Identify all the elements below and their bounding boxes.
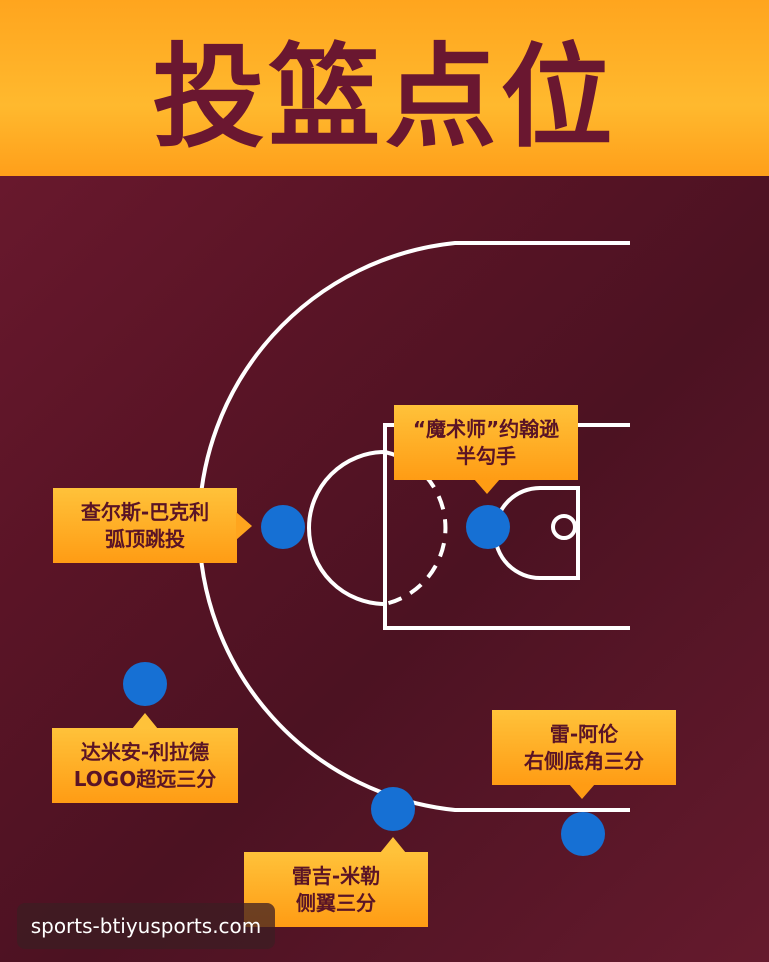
shot-spot-johnson [466, 505, 510, 549]
page-title: 投篮点位 [152, 33, 617, 163]
label-line1: 雷吉-米勒 [291, 863, 381, 888]
shot-spot-lillard [123, 662, 167, 706]
shot-spot-barkley [261, 505, 305, 549]
title-banner [0, 0, 769, 176]
pointer-barkley [236, 512, 252, 540]
label-barkley: 查尔斯-巴克利 弧顶跳投 [53, 488, 237, 563]
label-line2: 半勾手 [456, 443, 516, 468]
pointer-miller [380, 837, 406, 853]
shot-spot-miller [371, 787, 415, 831]
label-lillard: 达米安-利拉德 LOGO超远三分 [52, 728, 238, 803]
label-line1: 雷-阿伦 [549, 721, 619, 746]
label-line1: 查尔斯-巴克利 [80, 499, 210, 524]
pointer-allen [569, 784, 595, 799]
label-johnson: “魔术师”约翰逊 半勾手 [394, 405, 578, 480]
pointer-johnson [474, 479, 500, 494]
hoop [551, 514, 577, 540]
label-line1: 达米安-利拉德 [80, 739, 210, 764]
shot-spot-allen [561, 812, 605, 856]
label-line2: LOGO超远三分 [73, 766, 217, 791]
pointer-lillard [132, 713, 158, 729]
label-line2: 侧翼三分 [296, 890, 376, 915]
label-miller: 雷吉-米勒 侧翼三分 [244, 852, 428, 927]
label-line2: 弧顶跳投 [105, 526, 185, 551]
label-allen: 雷-阿伦 右侧底角三分 [492, 710, 676, 785]
free-throw-arc [307, 450, 386, 606]
watermark: sports-btiyusports.com [17, 903, 275, 949]
label-line2: 右侧底角三分 [524, 748, 644, 773]
label-line1: “魔术师”约翰逊 [412, 416, 560, 441]
